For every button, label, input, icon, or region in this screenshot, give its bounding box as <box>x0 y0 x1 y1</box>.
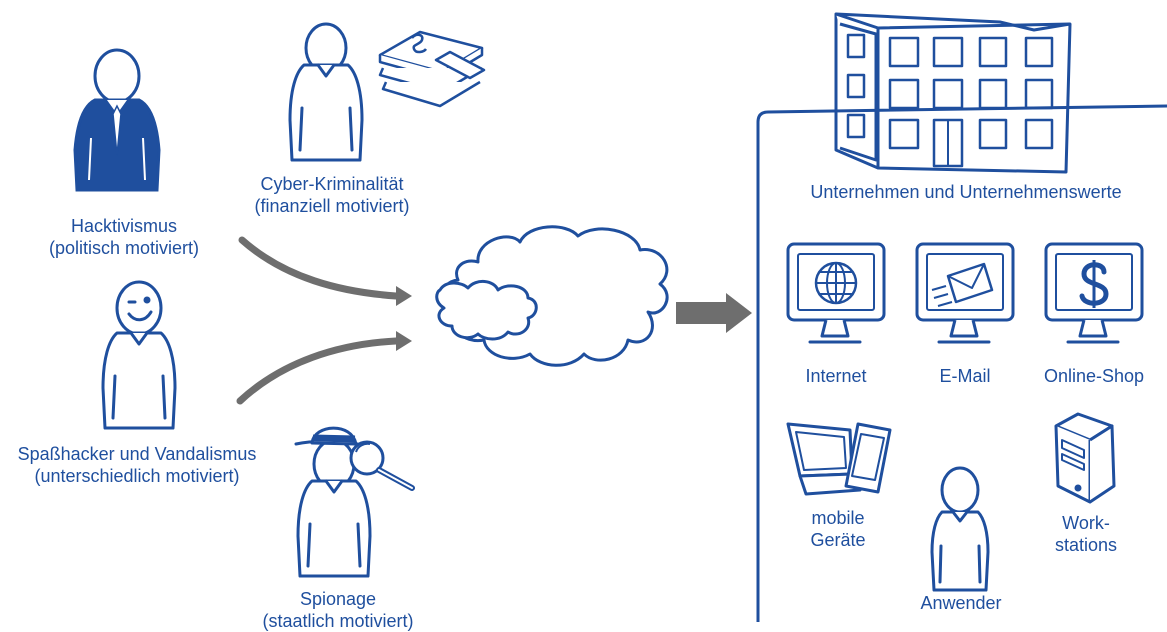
funhacker-label: Spaßhacker und Vandalismus (unterschiedl… <box>17 444 257 486</box>
magnifier-icon <box>349 440 415 491</box>
dollar-monitor-icon <box>1044 242 1144 344</box>
company-title: Unternehmen und Unternehmenswerte <box>810 182 1122 202</box>
arrow-heads <box>396 286 752 351</box>
globe-monitor-icon <box>786 242 886 344</box>
workstations-label: Work- stations <box>1054 513 1118 555</box>
hacktivism-label: Hacktivismus (politisch motiviert) <box>48 216 200 258</box>
online-shop-label: Online-Shop <box>1043 366 1145 386</box>
user-person-icon <box>930 466 990 592</box>
mobile-devices-label: mobile Geräte <box>810 508 866 550</box>
users-label: Anwender <box>920 593 1002 613</box>
building-icon <box>834 12 1072 174</box>
cloud-icon <box>435 225 669 367</box>
smartphone-icon <box>844 422 892 494</box>
person-icon <box>288 22 364 162</box>
company-frame <box>756 104 1167 622</box>
cybercrime-label: Cyber-Kriminalität (finanziell motiviert… <box>254 174 410 216</box>
suit-person-icon <box>73 48 161 192</box>
winking-person-icon <box>101 280 177 430</box>
money-stack-icon <box>378 30 486 108</box>
workstation-tower-icon <box>1054 412 1116 504</box>
internet-label: Internet <box>805 366 867 386</box>
espionage-label: Spionage (staatlich motiviert) <box>262 589 414 631</box>
email-monitor-icon <box>915 242 1015 344</box>
attack-arrows <box>236 236 400 405</box>
laptop-icon <box>786 422 862 496</box>
email-label: E-Mail <box>939 366 991 386</box>
